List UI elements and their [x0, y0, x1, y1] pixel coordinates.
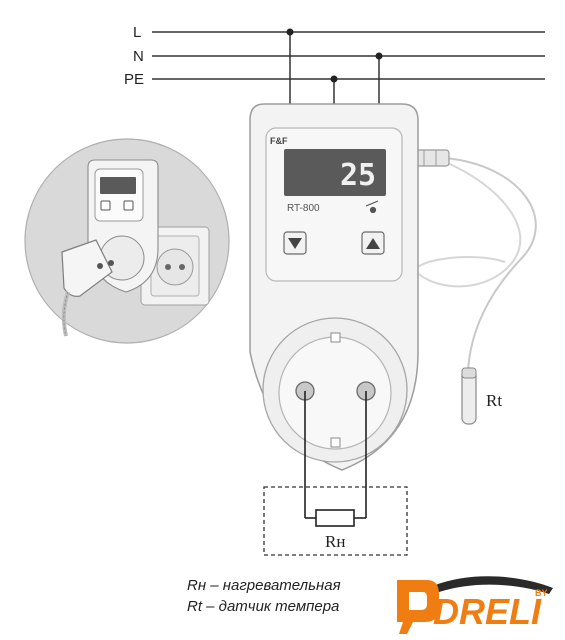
- brand-mark: F&F: [270, 136, 288, 146]
- down-arrow-icon: [288, 238, 302, 249]
- legend-heater: Rн – нагревательная: [187, 577, 341, 594]
- up-arrow-icon: [366, 238, 380, 249]
- heater-resistor: [315, 509, 355, 527]
- wire-label-n: N: [133, 48, 144, 65]
- up-button[interactable]: [361, 231, 385, 255]
- model-label: RT-800: [287, 203, 320, 214]
- junction-dots: [286, 28, 383, 83]
- socket-earth-top: [330, 332, 341, 343]
- heater-box: [263, 486, 408, 556]
- socket-earth-bottom: [330, 437, 341, 448]
- sensor-cable: [415, 157, 537, 373]
- relay-icon: [365, 200, 379, 214]
- junction-pe: [330, 75, 338, 83]
- thermostat-device: F&F 25 RT-800: [249, 103, 419, 471]
- temperature-probe: [461, 367, 477, 425]
- dreli-logo: DRELI BY: [397, 576, 553, 634]
- logo-swoosh: [433, 576, 553, 594]
- wire-label-l: L: [133, 24, 141, 41]
- mains-wires: [152, 31, 545, 104]
- junction-l: [286, 28, 294, 36]
- wire-label-pe: PE: [124, 71, 144, 88]
- down-button[interactable]: [283, 231, 307, 255]
- logo-text: DRELI: [433, 591, 542, 632]
- legend-sensor: Rt – датчик темпера: [187, 598, 340, 615]
- junction-n: [375, 52, 383, 60]
- heater-label: Rн: [325, 532, 345, 551]
- heater-circuit: [304, 391, 367, 519]
- inset-illustration: [24, 138, 230, 344]
- sensor-label: Rt: [486, 391, 502, 410]
- lcd-value: 25: [340, 158, 376, 193]
- lcd-display: [284, 149, 386, 196]
- logo-suffix: BY: [535, 588, 548, 598]
